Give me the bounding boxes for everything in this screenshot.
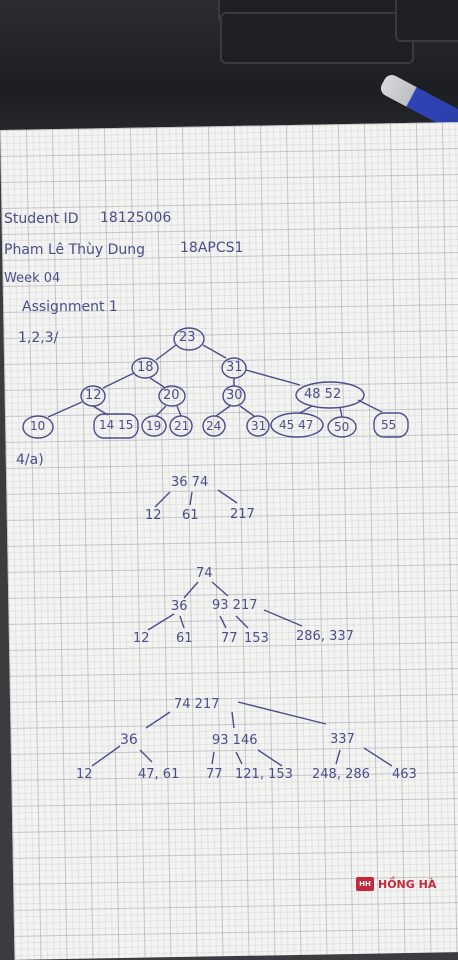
tree-edge	[217, 489, 238, 504]
tree1-leaf: 19	[146, 419, 162, 433]
tree-edge	[239, 405, 255, 417]
tree-edge	[91, 745, 121, 767]
tree-edge	[147, 613, 175, 631]
tree1-node: 30	[226, 388, 243, 403]
part4-label: 4/a)	[16, 452, 44, 468]
part-label: 1,2,3/	[18, 330, 59, 346]
tree-edge	[176, 405, 182, 417]
tree-edge	[149, 377, 165, 388]
tree-edge	[235, 615, 249, 629]
tree-edge	[47, 401, 83, 418]
tree-edge	[211, 751, 215, 765]
student-id-label: Student ID	[4, 211, 79, 227]
student-name: Pham Lê Thùy Dung	[4, 242, 146, 258]
tree-edge	[183, 581, 199, 599]
tree3-leaf: 61	[176, 631, 193, 646]
tree-edge	[189, 491, 193, 506]
tree-edge	[155, 344, 177, 361]
student-id-value: 18125006	[100, 210, 172, 226]
tree3-leaf: 153	[244, 631, 269, 646]
brand-name: HỒNG HÀ	[378, 878, 437, 891]
tree-edge	[202, 344, 227, 359]
brand-logo: HH	[356, 877, 374, 891]
tree-edge	[219, 615, 227, 629]
tree2-child: 217	[230, 507, 255, 522]
tree4-leaf: 121, 153	[235, 767, 293, 782]
tree-edge	[102, 372, 135, 389]
tree2-root: 36 74	[171, 475, 209, 490]
tree1-root: 23	[179, 330, 196, 345]
tree1-leaf: 10	[30, 419, 46, 433]
tree-edge	[363, 747, 393, 767]
laptop-key	[220, 12, 414, 64]
tree-edge	[235, 751, 243, 765]
tree1-leaf: 45 47	[279, 418, 314, 432]
tree3-node: 36	[171, 599, 188, 614]
node-circle	[141, 415, 167, 437]
tree2-child: 61	[182, 508, 199, 523]
tree-edge	[231, 711, 235, 729]
tree1-node: 48 52	[304, 387, 342, 402]
tree1-node: 12	[85, 388, 102, 403]
node-circle	[158, 385, 186, 407]
tree-edge	[139, 749, 153, 763]
tree4-leaf: 463	[392, 767, 417, 782]
tree-edge	[92, 405, 109, 416]
node-circle	[131, 357, 159, 379]
node-circle	[295, 381, 365, 409]
tree-edge	[299, 405, 313, 414]
tree1-leaf: 24	[206, 419, 222, 433]
node-circle	[22, 415, 54, 439]
tree-edge	[211, 581, 229, 597]
tree1-leaf: 14 15	[99, 418, 134, 432]
tree1-leaf: 50	[334, 420, 350, 434]
tree4-leaf: 47, 61	[138, 767, 180, 782]
tree1-leaf: 55	[381, 418, 397, 432]
laptop-key	[395, 0, 458, 42]
tree1-leaf: 31	[251, 419, 267, 433]
tree1-node: 18	[137, 360, 154, 375]
tree-edge	[357, 399, 383, 413]
node-circle	[202, 415, 226, 437]
node-circle	[173, 327, 205, 351]
tree-edge	[339, 406, 343, 418]
tree4-root: 74 217	[174, 697, 220, 712]
tree4-leaf: 77	[206, 767, 223, 782]
tree-edge	[237, 701, 327, 725]
tree1-node: 31	[226, 360, 243, 375]
node-box	[93, 413, 139, 439]
node-box	[373, 412, 409, 438]
tree3-leaf: 12	[133, 631, 150, 646]
tree-edge	[335, 749, 341, 765]
tree4-node: 337	[330, 732, 355, 747]
node-circle	[270, 412, 324, 438]
tree4-leaf: 12	[76, 767, 93, 782]
tree-edge	[215, 405, 231, 417]
class-code: 18APCS1	[180, 240, 244, 256]
tree3-leaf: 286, 337	[296, 629, 354, 644]
tree-edge	[263, 609, 303, 627]
tree3-leaf: 77	[221, 631, 238, 646]
tree-edge	[145, 711, 171, 729]
tree4-node: 93 146	[212, 733, 258, 748]
tree-edge	[154, 491, 171, 508]
tree3-root: 74	[196, 566, 213, 581]
tree1-node: 20	[163, 388, 180, 403]
week-label: Week 04	[4, 271, 61, 286]
node-circle	[246, 415, 270, 437]
tree-edge	[257, 749, 283, 767]
tree2-child: 12	[145, 508, 162, 523]
tree-edge	[155, 405, 167, 417]
tree-edge	[245, 369, 301, 386]
tree4-node: 36	[120, 732, 138, 748]
tree-edge	[179, 615, 185, 629]
tree4-leaf: 248, 286	[312, 767, 370, 782]
tree1-leaf: 21	[174, 419, 190, 433]
assignment-title: Assignment 1	[22, 299, 118, 315]
tree3-node: 93 217	[212, 598, 258, 613]
